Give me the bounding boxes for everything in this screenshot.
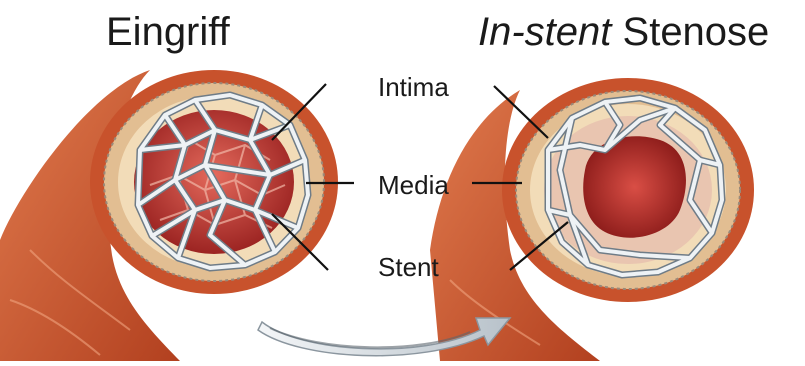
title-italic-part: In-stent bbox=[478, 10, 611, 54]
label-intima: Intima bbox=[378, 72, 449, 103]
title-in-stent-stenosis: In-stent Stenose bbox=[478, 10, 769, 55]
title-procedure: Eingriff bbox=[106, 10, 230, 55]
title-rest-part: Stenose bbox=[611, 10, 769, 54]
label-media: Media bbox=[378, 170, 449, 201]
vessel-left bbox=[0, 70, 354, 361]
label-stent: Stent bbox=[378, 252, 439, 283]
